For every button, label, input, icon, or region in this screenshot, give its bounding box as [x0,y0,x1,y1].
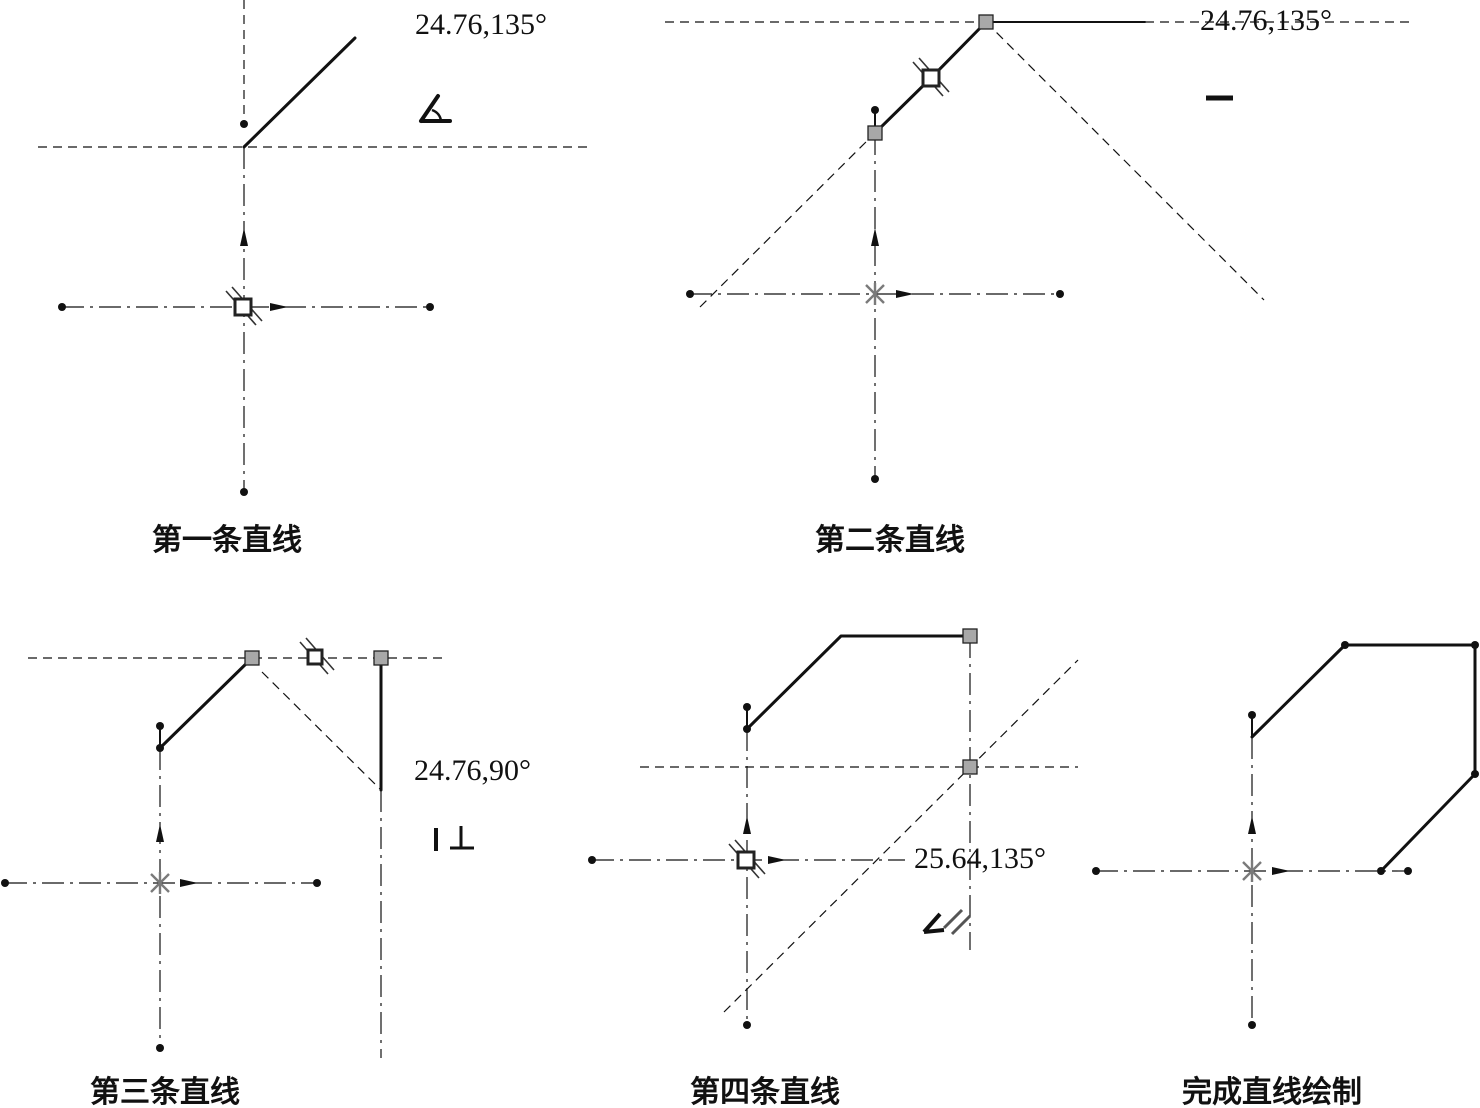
axis-arrow-right [896,290,914,298]
panel-caption: 第一条直线 [152,523,302,558]
endpoint [871,475,879,483]
angle-icon [419,94,452,123]
axis-arrow-up [156,824,164,842]
sketched-line [158,656,254,750]
vertex-marker [244,650,260,666]
endpoint [313,879,321,887]
axis-arrow-up [240,228,248,246]
diagonal-reference-line [699,132,876,308]
endpoint [1056,290,1064,298]
panel-caption: 第四条直线 [690,1075,840,1108]
axis-arrow-right [768,856,786,864]
vertex-marker [962,759,978,775]
diagonal-reference-line [723,659,1079,1013]
vertex-marker [373,650,389,666]
parallel-icon [922,908,972,936]
endpoint [1,879,9,887]
sketched-line [242,36,357,149]
axis-arrow-up [871,228,879,246]
origin-coincident-icon [728,839,766,879]
length-angle-readout: 24.76,90° [414,754,531,787]
midpoint-coincident-icon [299,637,335,675]
endpoint [426,303,434,311]
panel-caption: 第三条直线 [90,1075,240,1108]
midpoint-coincident-icon [912,57,950,97]
completed-outline [1250,643,1477,873]
vertex-point [1377,867,1385,875]
panel-second-line: 24.76,135° 第二条直线 [665,4,1415,558]
panel-caption: 完成直线绘制 [1182,1075,1362,1108]
panel-fourth-line: 25.64,135° 第四条直线 [588,628,1079,1108]
perpendicular-icon [434,826,474,851]
origin-star-icon [150,872,170,894]
axis-arrow-right [1272,867,1290,875]
diagonal-reference-line [985,21,1265,301]
axis-arrow-right [180,879,198,887]
endpoint [1092,867,1100,875]
panel-third-line: 24.76,90° 第三条直线 [1,637,531,1108]
axis-arrow-up [743,816,751,834]
panel-first-line: 24.76,135° 第一条直线 [38,0,592,558]
length-angle-readout: 24.76,135° [415,8,547,41]
endpoint [686,290,694,298]
origin-star-icon [865,283,885,305]
endpoint [1248,1021,1256,1029]
length-angle-readout: 24.76,135° [1200,4,1332,37]
endpoint [240,120,248,128]
axis-arrow-up [1248,816,1256,834]
vertex-point [1471,770,1479,778]
axis-arrow-right [270,303,288,311]
panel-caption: 第二条直线 [815,523,965,558]
sketched-line [745,634,972,731]
endpoint [588,856,596,864]
vertex-point [1341,641,1349,649]
vertex-marker [867,125,883,141]
origin-star-icon [1242,860,1262,882]
endpoint [240,488,248,496]
endpoint [1404,867,1412,875]
vertex-point [1471,641,1479,649]
vertex-marker [978,14,994,30]
diagonal-reference-line [261,671,382,791]
endpoint [743,1021,751,1029]
endpoint [156,1044,164,1052]
endpoint [58,303,66,311]
panel-completed: 完成直线绘制 [1092,641,1479,1108]
vertex-marker [962,628,978,644]
length-angle-readout: 25.64,135° [914,842,1046,875]
origin-coincident-icon [225,286,263,326]
